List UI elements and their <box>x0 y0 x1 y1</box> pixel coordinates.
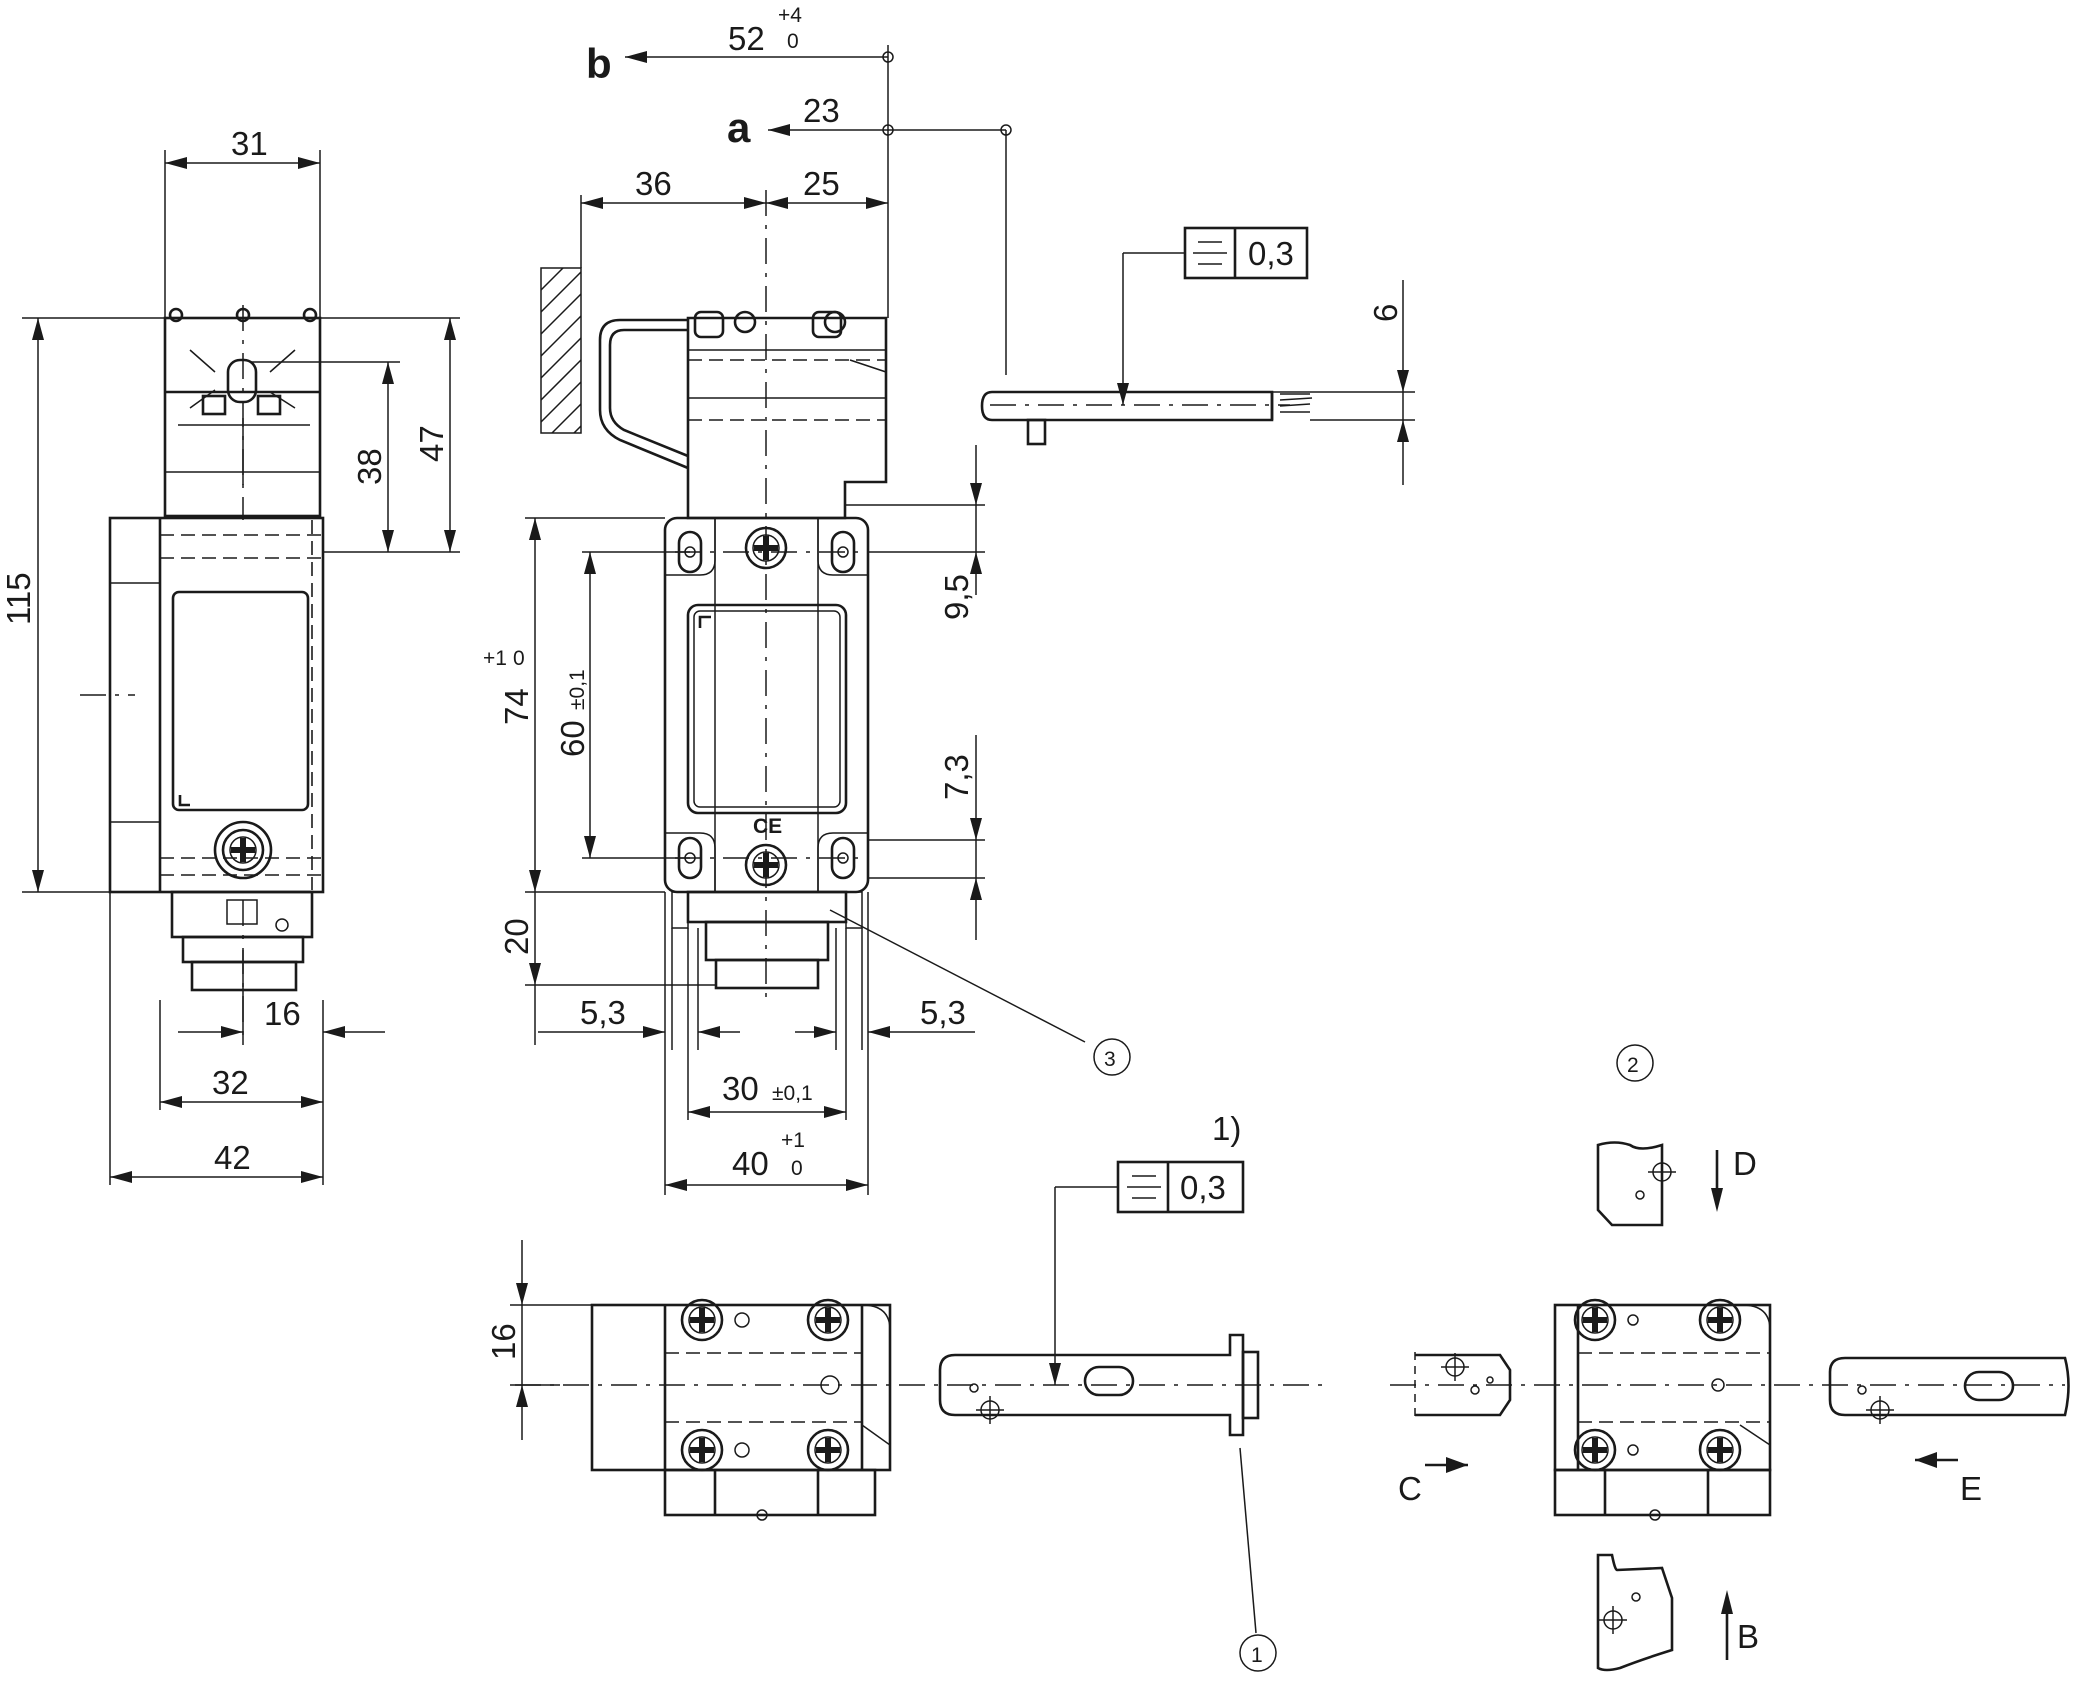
callout-1-text: 1 <box>1251 1644 1263 1667</box>
dim-40-tol-plus: +1 <box>781 1129 805 1152</box>
callout-3 <box>1093 1038 1131 1076</box>
dim-6: 6 <box>1367 304 1404 322</box>
actuator-side-view: 0,3 6 <box>980 226 1415 485</box>
dim-25: 25 <box>803 165 840 202</box>
side-view-dimensions: 31 115 38 47 16 32 <box>0 125 460 1185</box>
dim-23: 23 <box>803 92 840 129</box>
dim-32: 32 <box>212 1064 249 1101</box>
flatness-value-bottom: 0,3 <box>1180 1169 1226 1206</box>
front-view: CE <box>540 190 888 1000</box>
label-a: a <box>727 104 751 151</box>
dim-31: 31 <box>231 125 268 162</box>
dim-30-tol: ±0,1 <box>772 1082 813 1105</box>
label-b: b <box>586 40 612 87</box>
callout-1 <box>1239 1634 1277 1672</box>
dim-16-side: 16 <box>485 1323 522 1360</box>
dim-52: 52 <box>728 20 765 57</box>
direction-d: D <box>1733 1145 1757 1182</box>
dim-5-3-right: 5,3 <box>920 994 966 1031</box>
footnote-1: 1) <box>1212 1110 1241 1147</box>
dim-115: 115 <box>0 572 37 625</box>
dim-52-tol-minus: 0 <box>787 30 799 53</box>
dim-16-bottom: 16 <box>264 995 301 1032</box>
direction-c: C <box>1398 1470 1422 1507</box>
flatness-value-top: 0,3 <box>1248 235 1294 272</box>
dim-60: 60 <box>554 720 591 757</box>
callout-2-text: 2 <box>1627 1054 1639 1077</box>
dim-9-5: 9,5 <box>938 574 975 620</box>
dim-20: 20 <box>498 918 535 955</box>
side-view <box>80 305 325 1040</box>
dim-74-tol-minus: 0 <box>513 647 525 670</box>
dim-5-3-left: 5,3 <box>580 994 626 1031</box>
dim-52-tol-plus: +4 <box>778 4 802 27</box>
callout-3-text: 3 <box>1104 1048 1116 1071</box>
dim-30: 30 <box>722 1070 759 1107</box>
dim-42: 42 <box>214 1139 251 1176</box>
dim-47: 47 <box>413 425 450 462</box>
direction-e: E <box>1960 1470 1982 1507</box>
dim-40: 40 <box>732 1145 769 1182</box>
dim-7-3: 7,3 <box>938 754 975 800</box>
dim-60-tol: ±0,1 <box>566 669 589 710</box>
dim-40-tol-minus: 0 <box>791 1157 803 1180</box>
dim-36: 36 <box>635 165 672 202</box>
callout-2 <box>1616 1044 1654 1082</box>
direction-b: B <box>1737 1618 1759 1655</box>
dim-74-tol-plus: +1 <box>483 647 507 670</box>
top-view-left: 16 1 0,3 1) <box>485 1110 1325 1672</box>
front-view-dimensions: b 52 +4 0 a 23 36 25 74 +1 0 60 <box>483 4 1131 1195</box>
dim-74: 74 <box>498 688 535 725</box>
ce-mark: CE <box>753 815 782 838</box>
dim-38: 38 <box>351 448 388 485</box>
top-view-right: C E D 2 B <box>1390 1044 2070 1672</box>
